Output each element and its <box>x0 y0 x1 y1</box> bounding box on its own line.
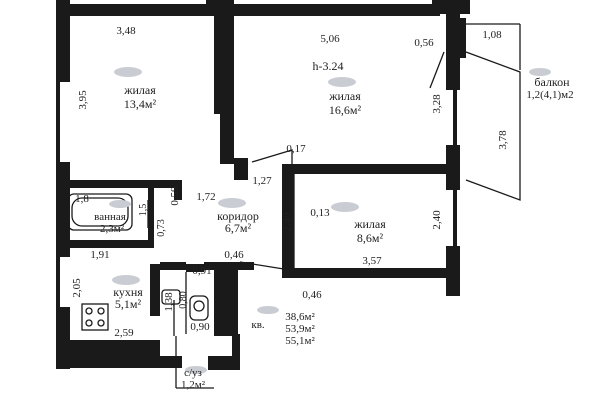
room-balcony-area: 1,2(4,1)м2 <box>526 89 573 101</box>
room-living2-area: 16,6м² <box>329 103 362 117</box>
dimension-label: 2,40 <box>431 210 443 230</box>
area-summary: кв. 38,6м² 53,9м² 55,1м² <box>251 311 315 347</box>
summary-total-with-balcony: 55,1м² <box>285 335 315 347</box>
dimension-label: 1,5 <box>138 204 149 217</box>
room-toilet-name: с/уз <box>184 367 202 379</box>
dimension-labels: 3,48 5,06 0,56 1,08 3,95 3,28 3,78 0,17 … <box>71 25 509 339</box>
room-toilet-area: 1,2м² <box>181 379 206 391</box>
blurred-marks <box>109 67 551 374</box>
dimension-label: 1,8 <box>75 193 89 205</box>
summary-total-area: 53,9м² <box>285 323 315 335</box>
room-living3-name: жилая <box>353 217 386 231</box>
dimension-label: 3,78 <box>497 130 509 150</box>
room-bathroom-name: ванная <box>94 211 126 223</box>
summary-label: кв. <box>251 319 265 331</box>
dimension-label: 2,05 <box>71 278 83 298</box>
room-labels: жилая 13,4м² h-3.24 жилая 16,6м² жилая 8… <box>94 59 573 391</box>
room-kitchen-name: кухня <box>113 285 143 299</box>
dimension-label: 3,28 <box>431 94 443 114</box>
dimension-label: 0,90 <box>190 321 210 333</box>
dimension-label: 0,73 <box>156 219 167 237</box>
dimension-label: 3,48 <box>116 25 136 37</box>
dimension-label: 0,13 <box>310 207 330 219</box>
dimension-label: 0,56 <box>414 37 434 49</box>
dimension-label: 1,27 <box>252 175 272 187</box>
room-living1-name: жилая <box>123 83 156 97</box>
dimension-label: 0,59 <box>169 186 181 206</box>
walls <box>56 0 470 370</box>
ceiling-height: h-3.24 <box>313 59 344 73</box>
dimension-label: 0,17 <box>286 143 306 155</box>
room-kitchen-area: 5,1м² <box>115 297 142 311</box>
dimension-label: 1,08 <box>482 29 502 41</box>
dimension-label: 2,40 <box>281 212 293 232</box>
dimension-label: 0,46 <box>302 289 322 301</box>
dimension-label: 3,95 <box>77 90 89 110</box>
room-living2-name: жилая <box>328 89 361 103</box>
room-bathroom-area: 2,3м² <box>100 223 125 235</box>
dimension-label: 2,59 <box>114 327 134 339</box>
thin-lines <box>67 23 521 389</box>
dimension-label: 0,46 <box>224 249 244 261</box>
dimension-label: 5,06 <box>320 33 340 45</box>
dimension-label: 0,80 <box>178 291 189 309</box>
room-balcony-name: балкон <box>534 75 570 89</box>
summary-living-area: 38,6м² <box>285 311 315 323</box>
dimension-label: 1,38 <box>163 292 175 312</box>
dimension-label: 1,91 <box>90 249 109 261</box>
room-living1-area: 13,4м² <box>124 97 157 111</box>
dimension-label: 3,57 <box>362 255 382 267</box>
room-corridor-name: коридор <box>217 209 259 223</box>
room-corridor-area: 6,7м² <box>225 221 252 235</box>
dimension-label: 1,72 <box>196 191 215 203</box>
dimension-label: 0,91 <box>192 265 211 277</box>
room-living3-area: 8,6м² <box>357 231 384 245</box>
